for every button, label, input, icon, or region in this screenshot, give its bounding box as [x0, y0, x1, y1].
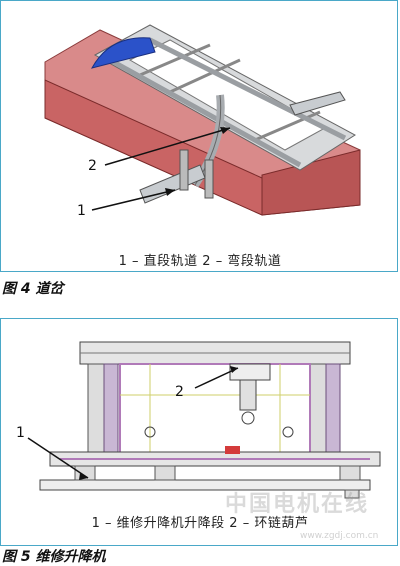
leader-line-2 [104, 127, 231, 166]
figure-4-title: 图 4 道岔 [2, 281, 64, 297]
blue-shield [91, 37, 156, 69]
chain-hoist [239, 379, 257, 411]
base-platform [39, 479, 371, 491]
red-right-side [261, 149, 361, 216]
leader-line-1-fig5 [27, 437, 89, 479]
watermark-url: www.zgdj.com.cn [300, 531, 379, 541]
watermark-text: 中国电机在线 [225, 492, 370, 517]
figure-5-title: 图 5 维修升降机 [2, 549, 106, 565]
figure-4-drawing [44, 24, 361, 216]
leader-line-1 [91, 189, 176, 211]
callout-2-fig4: 2 [88, 158, 97, 174]
leader-line-2-fig5 [194, 367, 239, 389]
figure-4-inner-caption: 1 – 直段轨道 2 – 弯段轨道 [118, 254, 282, 269]
callout-1-fig5: 1 [16, 425, 25, 441]
callout-2-fig5: 2 [175, 384, 184, 400]
callout-1-fig4: 1 [77, 203, 86, 219]
figure-5-inner-caption: 1 – 维修升降机升降段 2 – 环链葫芦 [91, 516, 309, 531]
